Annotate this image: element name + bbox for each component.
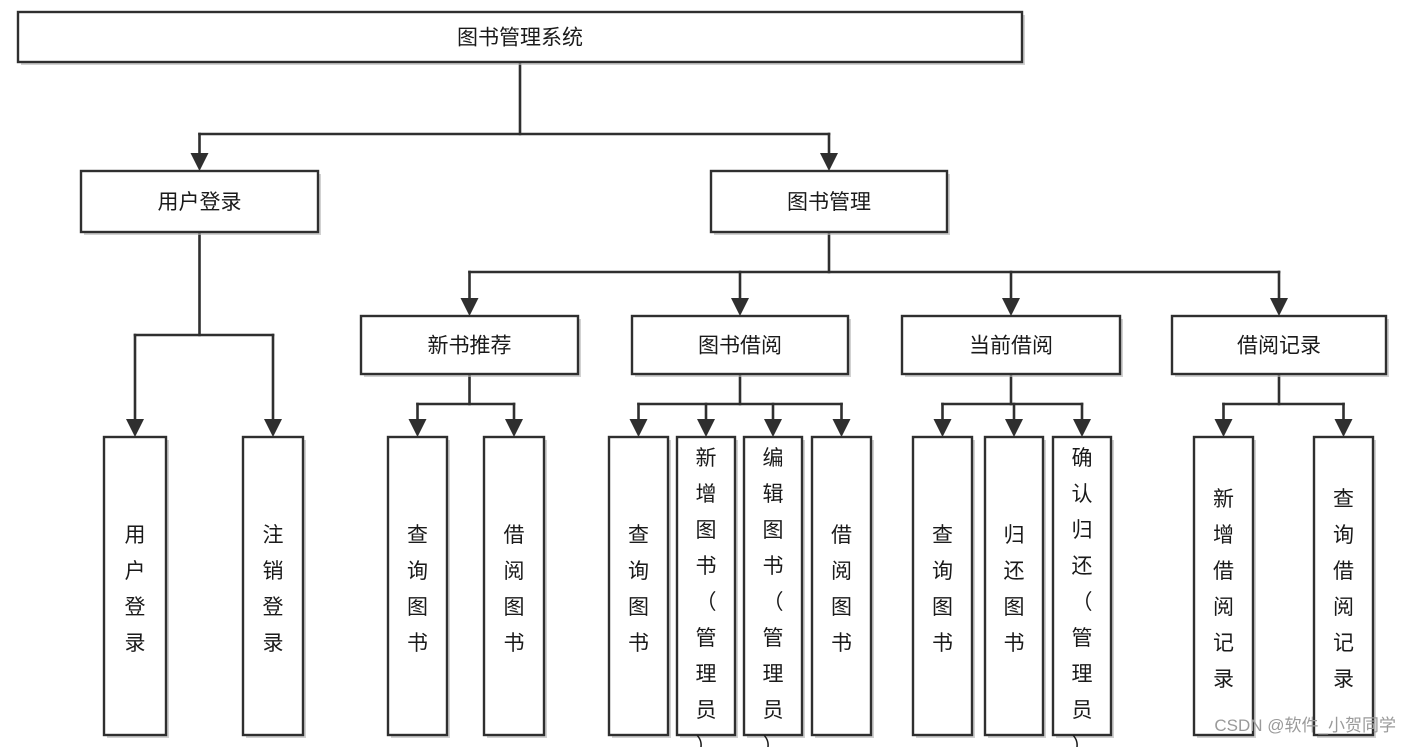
arrow-head-icon	[505, 419, 523, 437]
node-record-add[interactable]: 新增借阅记录	[1192, 435, 1256, 738]
arrow-head-icon	[1002, 298, 1020, 316]
arrow-head-icon	[832, 419, 851, 437]
arrow-head-icon	[460, 298, 479, 316]
node-box	[742, 435, 804, 737]
nodes-layer: 图书管理系统用户登录图书管理用户登录注销登录新书推荐查询图书借阅图书图书借阅查询…	[16, 10, 1389, 747]
node-label: 图书管理	[787, 191, 871, 214]
node-label: 借阅图书	[504, 524, 525, 655]
node-label: 借阅记录	[1237, 335, 1321, 358]
node-box	[16, 10, 1024, 64]
node-borrow-add-book[interactable]: 新增图书（管理员）	[675, 435, 738, 747]
node-label: 查询图书	[628, 524, 649, 655]
node-box	[359, 314, 580, 376]
node-box	[1312, 435, 1375, 737]
node-box	[675, 435, 737, 737]
node-box	[241, 435, 305, 737]
node-box	[102, 435, 168, 737]
node-box	[810, 435, 873, 737]
node-label: 新增借阅记录	[1213, 488, 1234, 691]
node-label: 借阅图书	[831, 524, 852, 655]
arrow-head-icon	[1214, 419, 1233, 437]
arrow-head-icon	[1005, 419, 1023, 437]
arrow-head-icon	[190, 153, 209, 171]
arrow-head-icon	[731, 298, 749, 316]
node-label: 注销登录	[263, 524, 284, 655]
arrow-head-icon	[933, 419, 952, 437]
node-book-management[interactable]: 图书管理	[709, 169, 950, 235]
node-box	[709, 169, 949, 234]
node-box	[79, 169, 320, 234]
node-label: 用户登录	[125, 524, 146, 655]
node-user-login-do[interactable]: 用户登录	[102, 435, 169, 738]
node-box	[1051, 435, 1113, 737]
node-box	[630, 314, 850, 376]
arrow-head-icon	[764, 419, 782, 437]
node-book-borrow[interactable]: 图书借阅	[630, 314, 851, 377]
arrow-head-icon	[126, 419, 144, 437]
arrow-head-icon	[820, 153, 838, 171]
arrow-head-icon	[697, 419, 715, 437]
node-box	[983, 435, 1045, 737]
node-box	[1192, 435, 1255, 737]
arrow-head-icon	[1073, 419, 1091, 437]
node-recommend-borrow-book[interactable]: 借阅图书	[482, 435, 547, 738]
node-current-query-book[interactable]: 查询图书	[911, 435, 975, 738]
arrow-head-icon	[629, 419, 648, 437]
node-user-login[interactable]: 用户登录	[79, 169, 321, 235]
arrow-head-icon	[408, 419, 427, 437]
node-current-borrow[interactable]: 当前借阅	[900, 314, 1123, 377]
node-label: 新书推荐	[428, 335, 512, 358]
node-borrow-record[interactable]: 借阅记录	[1170, 314, 1389, 377]
node-label: 用户登录	[158, 191, 242, 214]
node-box	[1170, 314, 1388, 376]
node-current-return-book[interactable]: 归还图书	[983, 435, 1046, 738]
node-label: 图书借阅	[698, 335, 782, 358]
node-label: 查询图书	[407, 524, 428, 655]
node-label: 编辑图书（管理员）	[763, 447, 784, 747]
node-new-book-recommend[interactable]: 新书推荐	[359, 314, 581, 377]
arrow-head-icon	[264, 419, 282, 437]
node-label: 查询图书	[932, 524, 953, 655]
node-box	[386, 435, 449, 737]
arrow-head-icon	[1334, 419, 1353, 437]
node-box	[900, 314, 1122, 376]
connectors-layer	[126, 60, 1353, 437]
node-label: 确认归还（管理员）	[1072, 447, 1093, 747]
node-label: 当前借阅	[969, 335, 1053, 358]
node-record-query[interactable]: 查询借阅记录	[1312, 435, 1376, 738]
node-borrow-borrow-book[interactable]: 借阅图书	[810, 435, 874, 738]
node-box	[607, 435, 670, 737]
node-label: 查询借阅记录	[1333, 488, 1354, 691]
node-label: 新增图书（管理员）	[696, 447, 717, 747]
node-box	[482, 435, 546, 737]
node-label: 图书管理系统	[457, 27, 583, 50]
node-current-confirm-return[interactable]: 确认归还（管理员）	[1051, 435, 1114, 747]
node-user-logout[interactable]: 注销登录	[241, 435, 306, 738]
node-box	[911, 435, 974, 737]
node-borrow-edit-book[interactable]: 编辑图书（管理员）	[742, 435, 805, 747]
arrow-head-icon	[1270, 298, 1288, 316]
node-recommend-query-book[interactable]: 查询图书	[386, 435, 450, 738]
node-root[interactable]: 图书管理系统	[16, 10, 1025, 65]
node-borrow-query-book[interactable]: 查询图书	[607, 435, 671, 738]
node-label: 归还图书	[1004, 524, 1025, 655]
csdn-watermark: CSDN @软件_小贺同学	[1214, 716, 1396, 735]
